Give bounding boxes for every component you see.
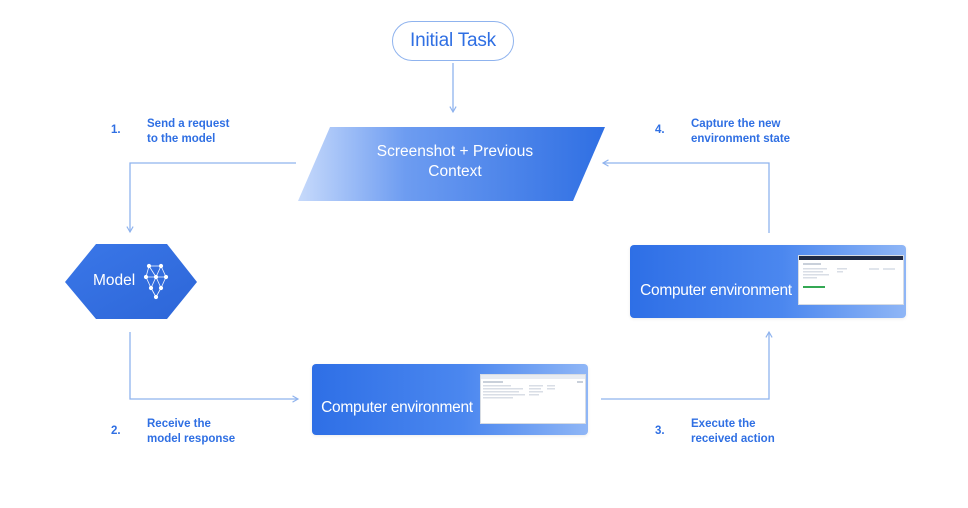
context-node-shape [298,127,605,201]
step-2-label: Receive the model response [147,418,236,445]
step-4-label: Capture the new environment state [691,118,791,145]
arrow-context-to-model [126,162,296,234]
env-bottom-label: Computer environment (client app) [321,399,473,456]
neural-network-nodes [143,263,169,300]
step-3-label: Execute the received action [691,418,775,445]
step-3-number: 3. [655,425,665,437]
arrow-model-to-env [129,332,300,403]
step-2-number: 2. [111,425,121,437]
context-node-label: Screenshot + Previous Context [376,143,534,180]
initial-task-node: Initial Task [392,21,514,61]
step-4-number: 4. [655,124,665,136]
step-1-label: Send a request to the model [147,118,230,145]
step-1-number: 1. [111,124,121,136]
model-node-label: Model [93,272,136,289]
arrow-env-to-context [601,159,770,233]
computer-environment-bottom: Computer environment (client app) [312,364,588,456]
env-bottom-screenshot [480,374,586,424]
arrow-env-to-env [601,330,773,400]
env-right-label: Computer environment (client app) [640,282,792,339]
model-node-shape [65,244,197,319]
env-right-screenshot [798,255,904,305]
computer-environment-right: Computer environment (client app) [630,245,906,339]
